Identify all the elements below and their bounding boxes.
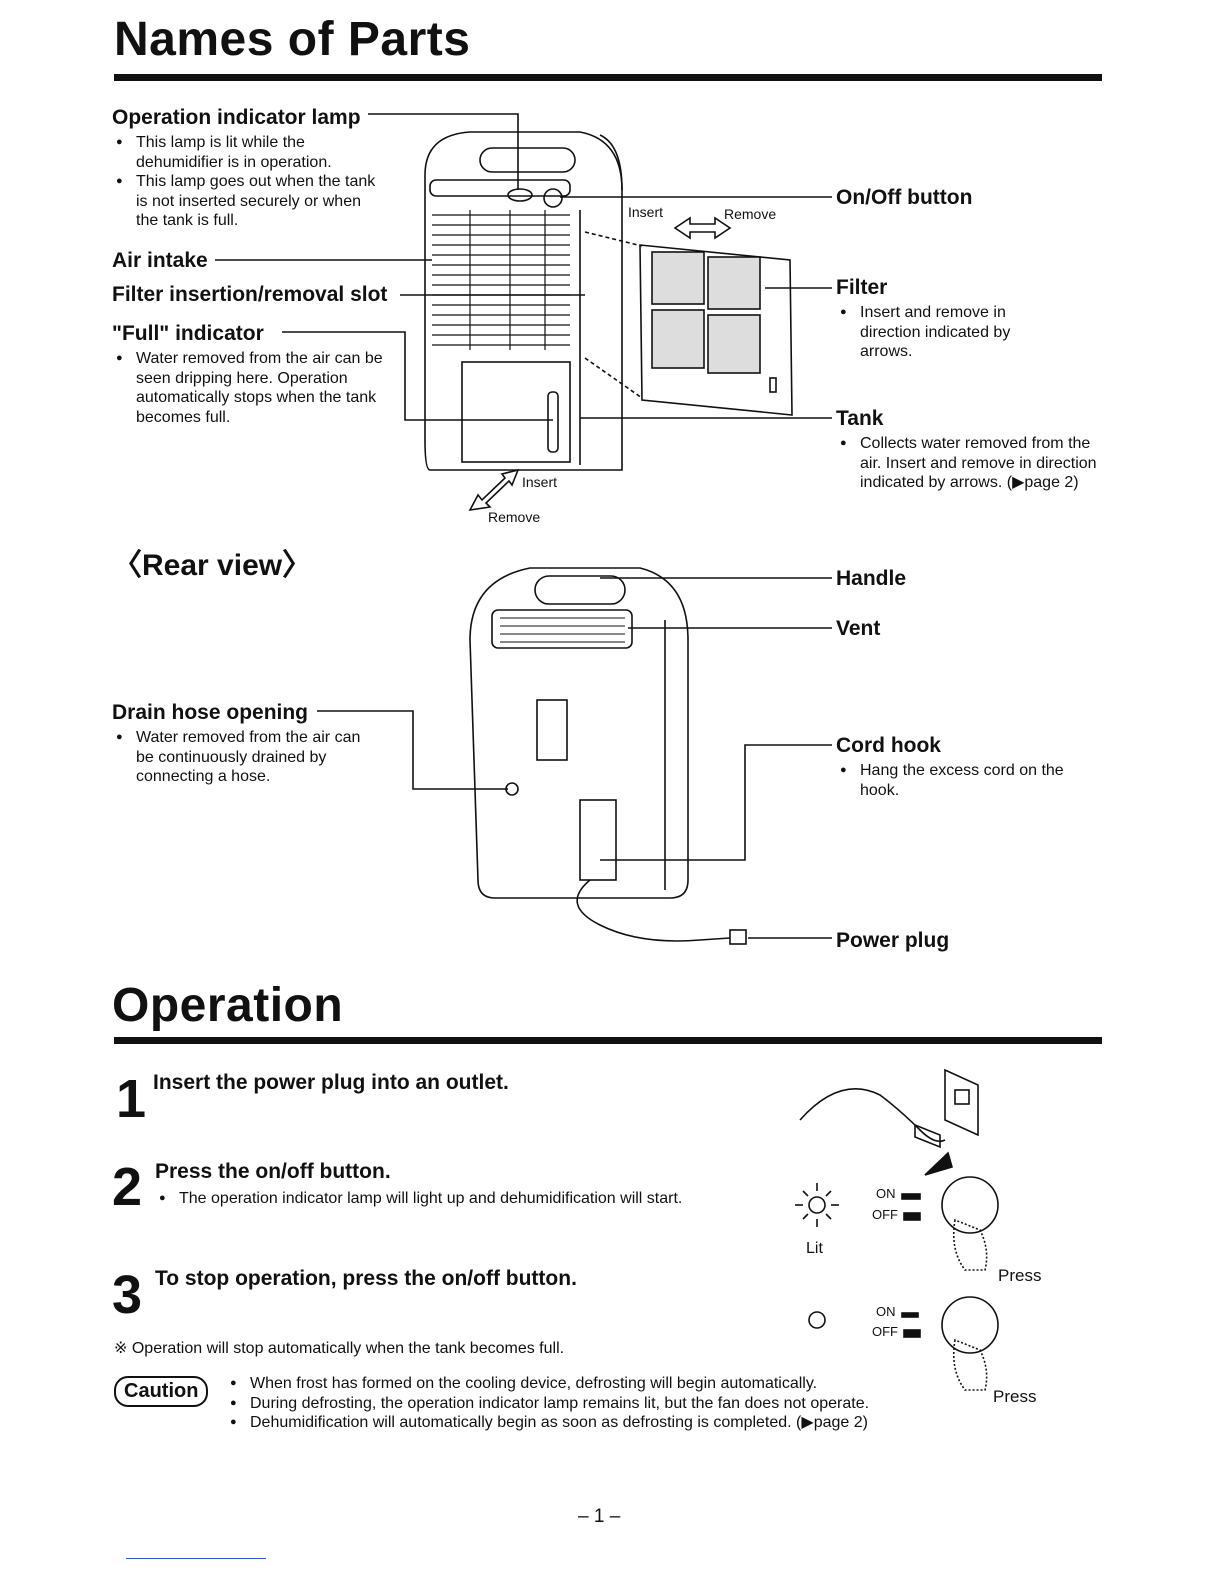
press-label-1: Press [998, 1266, 1042, 1285]
lit-lamp-icon [808, 1196, 826, 1214]
onoff-button-shape [543, 188, 563, 208]
power-cord [576, 879, 731, 942]
cord-hook-label: Cord hook [836, 734, 941, 757]
bullet: The operation indicator lamp will light … [155, 1189, 715, 1209]
plug-cord [799, 1088, 946, 1143]
operation-indicator-bullets: This lamp is lit while the dehumidifier … [112, 133, 387, 231]
full-indicator-label: "Full" indicator [112, 322, 264, 345]
onoff-button-icon-2 [941, 1296, 999, 1354]
bullet: This lamp goes out when the tank is not … [112, 172, 387, 231]
insert-arrow-icon [924, 1151, 953, 1176]
step-2-number: 2 [112, 1157, 143, 1217]
tank-arrow-icon [468, 468, 520, 512]
dehumidifier-rear-body [469, 567, 689, 899]
drain-hose-label: Drain hose opening [112, 701, 309, 724]
filter-remove-label: Remove [724, 206, 777, 222]
cord-hook-shape [579, 799, 617, 881]
bullet: Insert and remove in direction indicated… [836, 303, 1056, 362]
page-title: Names of Parts [114, 13, 471, 66]
leader-operation-lamp [368, 113, 519, 190]
page-number: – 1 – [578, 1506, 621, 1527]
filter-bullets: Insert and remove in direction indicated… [836, 303, 1056, 362]
wall-outlet-icon [944, 1068, 979, 1137]
handle-rear [534, 575, 626, 605]
plug-icon [914, 1123, 941, 1149]
lit-label: Lit [806, 1240, 823, 1257]
unlit-lamp-icon [808, 1311, 826, 1329]
air-intake-label: Air intake [112, 249, 208, 272]
dehumidifier-front-body [424, 131, 623, 471]
tank-bullets: Collects water removed from the air. Ins… [836, 434, 1111, 493]
onoff-button-label: On/Off button [836, 186, 973, 209]
step-1-number: 1 [116, 1069, 147, 1129]
rear-view-title: 〈Rear view〉 [112, 549, 313, 582]
onoff-button-icon [941, 1176, 999, 1234]
off-label-1: OFF [872, 1207, 898, 1222]
operation-note: ※ Operation will stop automatically when… [114, 1340, 565, 1357]
vent-shape [491, 609, 633, 649]
drain-hose-bullets: Water removed from the air can be contin… [112, 728, 382, 787]
tank-label: Tank [836, 407, 884, 430]
front-rear-diagram [215, 113, 832, 945]
finger-press-icon-2 [952, 1338, 988, 1391]
leader-cord-hook [600, 744, 832, 861]
step-3-title: To stop operation, press the on/off butt… [155, 1267, 577, 1290]
caution-bullets: When frost has formed on the cooling dev… [226, 1374, 876, 1433]
bullet: Hang the excess cord on the hook. [836, 761, 1106, 800]
bullet: During defrosting, the operation indicat… [226, 1394, 876, 1414]
leader-drain-hose [317, 710, 508, 790]
press-label-2: Press [993, 1387, 1037, 1406]
bullet: This lamp is lit while the dehumidifier … [112, 133, 387, 172]
handle-label: Handle [836, 567, 907, 590]
bullet: Collects water removed from the air. Ins… [836, 434, 1111, 493]
filter-panel-shape [639, 244, 793, 416]
full-indicator-bullets: Water removed from the air can be seen d… [112, 349, 407, 427]
off-label-2: OFF [872, 1324, 898, 1339]
filter-label: Filter [836, 276, 888, 299]
tank-insert-label: Insert [522, 474, 558, 490]
filter-arrow-icon [673, 216, 732, 240]
tank-remove-label: Remove [488, 509, 541, 525]
operation-rule [114, 1037, 1102, 1044]
bullet: Water removed from the air can be contin… [112, 728, 382, 787]
step-1-title: Insert the power plug into an outlet. [153, 1071, 509, 1094]
vent-label: Vent [836, 617, 881, 640]
bullet: Water removed from the air can be seen d… [112, 349, 407, 427]
footer-link-rule [126, 1558, 266, 1559]
full-indicator-shape [547, 391, 559, 453]
on-label-1: ON [876, 1186, 896, 1201]
operation-indicator-label: Operation indicator lamp [112, 106, 361, 129]
cord-hook-bullets: Hang the excess cord on the hook. [836, 761, 1106, 800]
filter-insert-label: Insert [628, 204, 664, 220]
indicator-lamp-shape [507, 188, 533, 202]
operation-title: Operation [112, 979, 344, 1032]
caution-badge: Caution [114, 1376, 209, 1407]
power-plug-label: Power plug [836, 929, 950, 952]
step-2-title: Press the on/off button. [155, 1160, 391, 1183]
power-plug-shape [729, 929, 747, 945]
title-rule [114, 74, 1102, 81]
step-3-number: 3 [112, 1265, 143, 1325]
bullet: When frost has formed on the cooling dev… [226, 1374, 876, 1394]
filter-slot-label: Filter insertion/removal slot [112, 283, 388, 306]
finger-press-icon [952, 1218, 988, 1271]
rear-panel-shape [536, 699, 568, 761]
operation-illustration [795, 1068, 999, 1391]
handle-front [479, 147, 576, 173]
tank-shape [461, 361, 571, 463]
bullet: Dehumidification will automatically begi… [226, 1413, 876, 1433]
step-2-bullets: The operation indicator lamp will light … [155, 1189, 715, 1209]
on-label-2: ON [876, 1304, 896, 1319]
